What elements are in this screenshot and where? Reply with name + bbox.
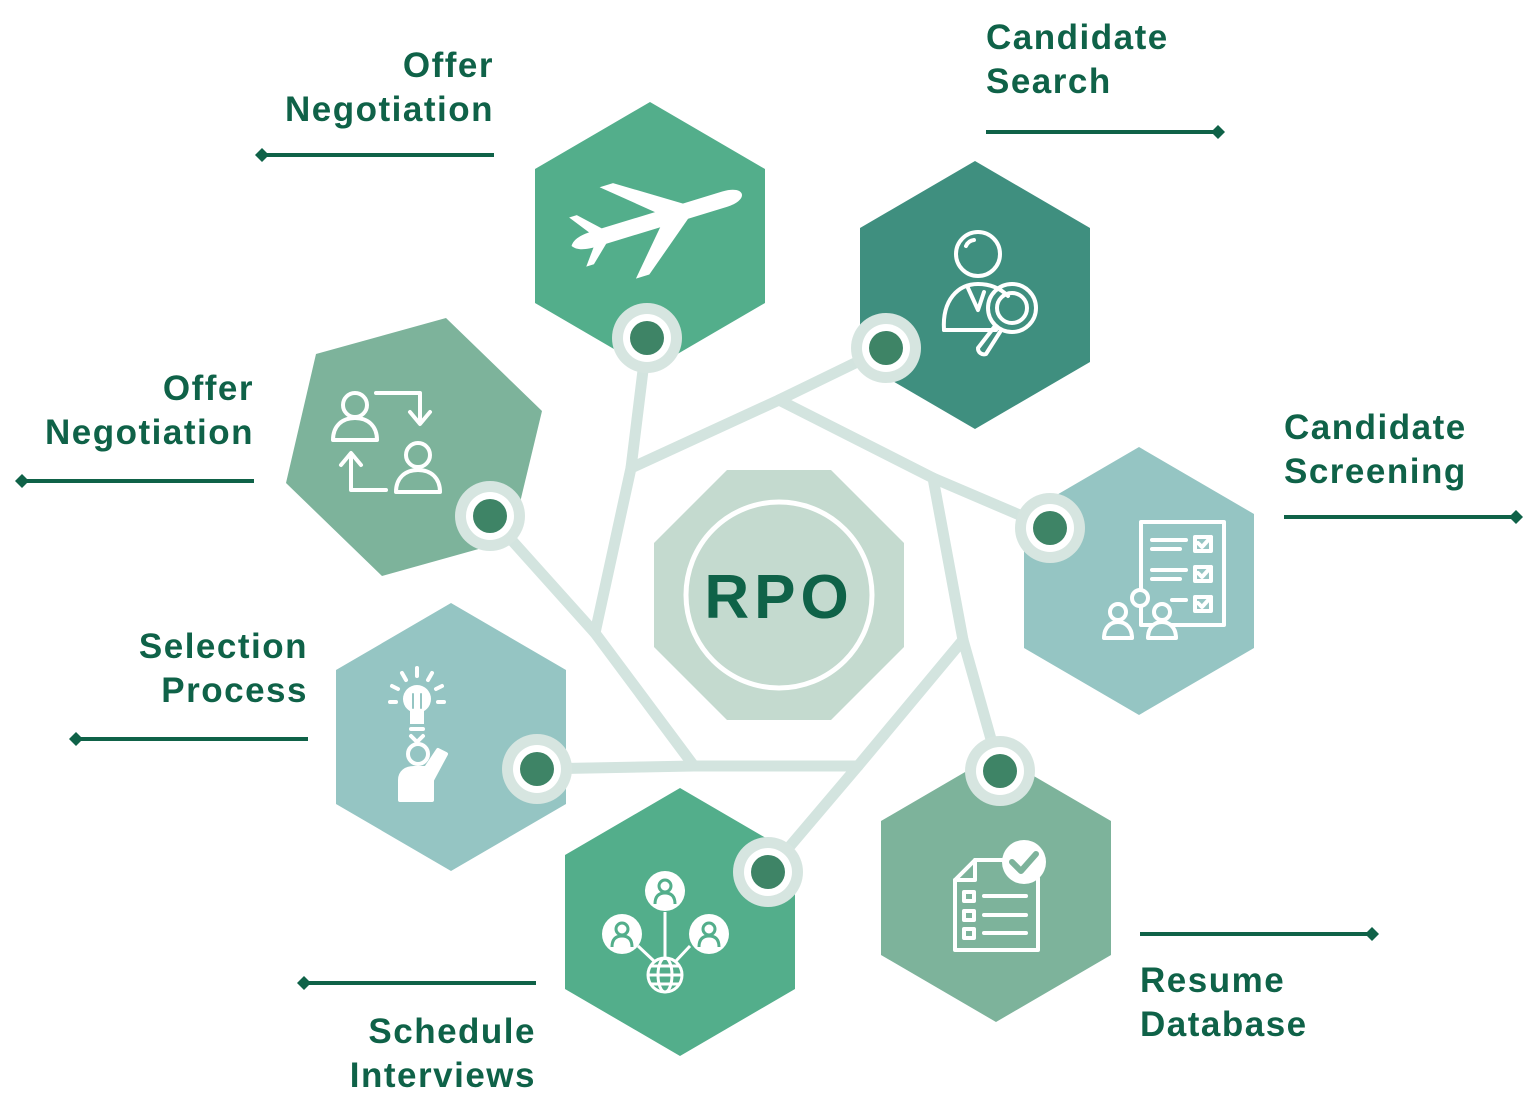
hexagon-bottom: [565, 788, 795, 1056]
label-line: Process: [161, 671, 308, 710]
label-line: Interviews: [349, 1056, 536, 1095]
document-check-icon: [953, 840, 1046, 952]
heptagon-ring: [589, 394, 969, 772]
label-diamond-left: [69, 732, 83, 746]
center-hub: RPO: [654, 470, 904, 720]
label-line: Negotiation: [45, 413, 254, 452]
node-dot-top-left: [473, 499, 507, 533]
exchange-people-icon: [331, 391, 442, 494]
checklist-team-icon: [1102, 520, 1226, 640]
label-line: Offer: [162, 369, 254, 408]
label-line: Negotiation: [285, 90, 494, 129]
label-line: Resume: [1140, 961, 1286, 1000]
hexagon-top-right: [860, 161, 1090, 429]
node-icons: [331, 183, 1226, 994]
hexagon-bottom-right: [881, 754, 1111, 1022]
node-dot-top: [630, 321, 664, 355]
label-line: Selection: [138, 627, 308, 666]
center-label: RPO: [704, 563, 853, 632]
label-diamond-top: [255, 148, 269, 162]
node-dot-left: [520, 752, 554, 786]
label-line: Schedule: [368, 1012, 536, 1051]
label-line: Screening: [1284, 452, 1467, 491]
node-dot-bottom: [751, 855, 785, 889]
label-diamond-right: [1509, 510, 1523, 524]
idea-person-icon: [388, 666, 448, 802]
label-line: Candidate: [986, 18, 1169, 57]
label-diamond-top-right: [1211, 125, 1225, 139]
center-circle: [683, 499, 875, 691]
label-line: Candidate: [1284, 408, 1467, 447]
label-line: Search: [986, 62, 1112, 101]
label-line: Offer: [402, 46, 494, 85]
person-search-icon: [941, 230, 1038, 357]
label-diamond-top-left: [15, 474, 29, 488]
airplane-icon: [569, 183, 742, 279]
hexagon-tiles: [286, 102, 1254, 1056]
node-dot-right: [1033, 511, 1067, 545]
node-dot-bottom-right: [983, 754, 1017, 788]
label-diamond-bottom: [297, 976, 311, 990]
label-line: Database: [1140, 1005, 1308, 1044]
connector-nodes: [455, 303, 1085, 907]
network-people-icon: [602, 871, 729, 994]
hexagon-top: [535, 102, 765, 370]
hexagon-left: [336, 603, 566, 871]
node-dot-top-right: [869, 331, 903, 365]
label-diamond-bottom-right: [1365, 927, 1379, 941]
